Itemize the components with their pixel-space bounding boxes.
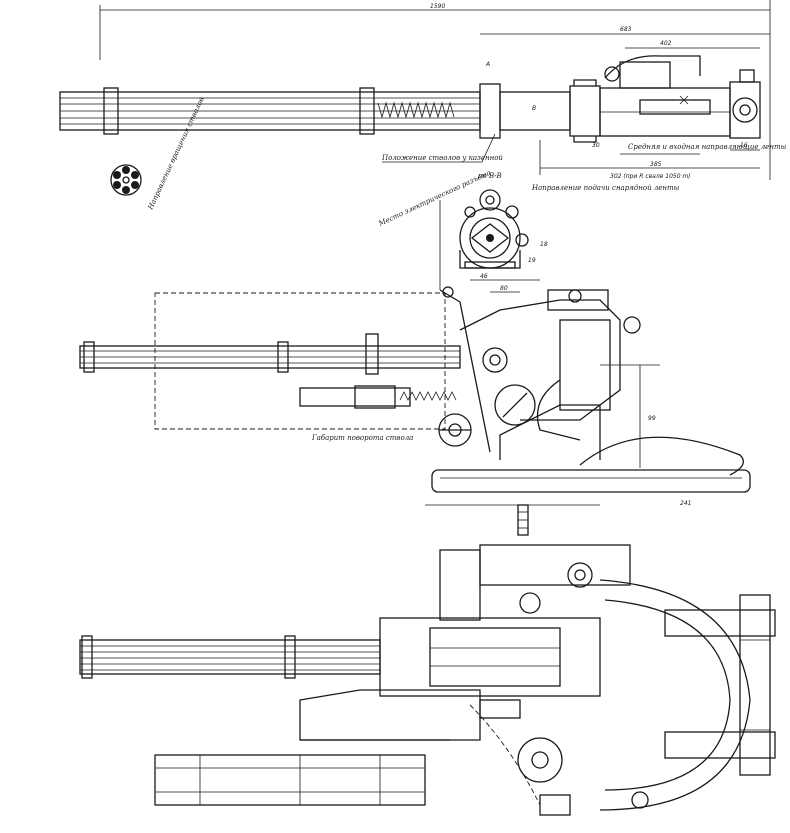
rotation-note: Направление вращения стволов bbox=[146, 96, 206, 212]
feed-axis-label: Средняя и входная направляющие ленты bbox=[628, 143, 787, 151]
top-gun-view: 1590 683 402 bbox=[59, 0, 787, 180]
section-bb: по В-В Направление подачи снарядной лент… bbox=[377, 169, 680, 293]
rotation-envelope-note: Габарит поворота ствола bbox=[311, 434, 413, 442]
section-title: по В-В bbox=[478, 172, 502, 180]
dim-18: 18 bbox=[540, 241, 548, 248]
spring-coils bbox=[377, 101, 455, 119]
dim-683: 683 bbox=[620, 26, 632, 33]
dim-19: 19 bbox=[528, 257, 536, 264]
dim-16: 16 bbox=[740, 142, 748, 149]
dim-B: B bbox=[532, 105, 536, 112]
connector-note: Место электрического разъема bbox=[377, 169, 492, 229]
bottom-mark: 241 bbox=[680, 500, 691, 507]
dim-80: 80 bbox=[500, 285, 508, 292]
mount-plan-view bbox=[79, 504, 776, 816]
dim-1590: 1590 bbox=[430, 3, 445, 10]
dim-46: 46 bbox=[480, 273, 488, 280]
dim-A: A bbox=[485, 61, 490, 68]
feed-position-label: Направление подачи снарядной ленты bbox=[531, 184, 680, 192]
dim-402: 402 bbox=[660, 40, 672, 47]
barrel-rosette: Направление вращения стволов bbox=[110, 96, 206, 212]
dim-302: 302 (при R свале 1050 m) bbox=[610, 173, 691, 180]
dim-30: 30 bbox=[592, 142, 600, 149]
mount-side-view: Габарит поворота ствола 99 241 bbox=[79, 286, 751, 507]
dim-385: 385 bbox=[650, 161, 662, 168]
dim-99: 99 bbox=[648, 415, 656, 422]
barrel-position-label: Положение стволов у казенной bbox=[381, 154, 503, 162]
